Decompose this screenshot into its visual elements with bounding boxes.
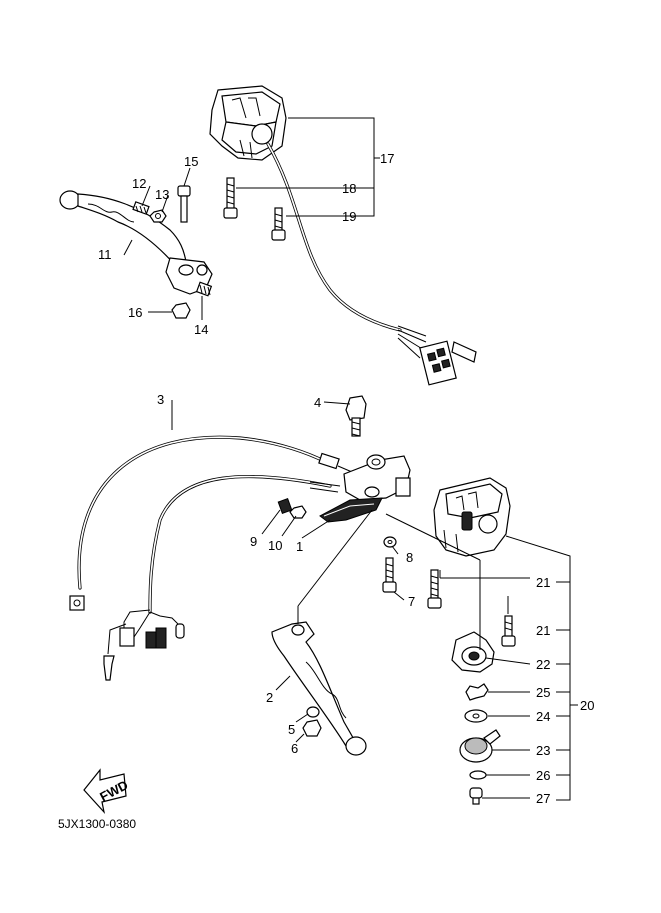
clutch-lever-11 xyxy=(59,190,187,267)
switch-wire-harness xyxy=(266,142,477,386)
nut-10 xyxy=(289,505,307,519)
callout-26: 26 xyxy=(536,768,550,783)
callout-2: 2 xyxy=(266,690,273,705)
callout-1: 1 xyxy=(296,539,303,554)
nut-13 xyxy=(149,209,167,223)
callout-25: 25 xyxy=(536,685,550,700)
screw-21b xyxy=(501,615,516,647)
callout-18: 18 xyxy=(342,181,356,196)
right-handlebar-switch xyxy=(433,477,511,557)
callout-22: 22 xyxy=(536,657,550,672)
washer-5 xyxy=(306,706,320,718)
screw-27 xyxy=(469,787,483,805)
screw-18 xyxy=(223,177,238,219)
cap-23 xyxy=(459,729,501,763)
diagram-code: 5JX1300-0380 xyxy=(58,817,136,831)
spring-25 xyxy=(465,683,489,701)
fwd-arrow-icon: FWD xyxy=(83,768,130,815)
callout-4: 4 xyxy=(314,395,321,410)
callout-9: 9 xyxy=(250,534,257,549)
callout-20: 20 xyxy=(580,698,594,713)
brake-lever-2 xyxy=(271,621,367,756)
callout-11: 11 xyxy=(98,247,112,262)
bracket-1 xyxy=(319,497,383,523)
callout-8: 8 xyxy=(406,550,413,565)
bolt-15 xyxy=(177,185,191,223)
callout-16: 16 xyxy=(128,305,142,320)
lower-wire-harness xyxy=(103,474,332,681)
left-handlebar-switch xyxy=(209,85,287,161)
callout-27: 27 xyxy=(536,791,550,806)
callout-15: 15 xyxy=(184,154,198,169)
callout-17: 17 xyxy=(380,151,394,166)
callout-12: 12 xyxy=(132,176,146,191)
screw-19 xyxy=(271,207,286,241)
callout-10: 10 xyxy=(268,538,282,553)
callout-3: 3 xyxy=(157,392,164,407)
brake-lever-holder xyxy=(309,454,411,501)
callout-6: 6 xyxy=(291,741,298,756)
callout-24: 24 xyxy=(536,709,550,724)
nut-16 xyxy=(171,302,191,319)
washer-26 xyxy=(469,770,487,780)
callout-labels: 1 2 3 4 5 6 7 8 9 10 11 12 13 14 15 16 1… xyxy=(98,151,594,806)
clutch-cable-3 xyxy=(69,435,353,611)
screw-21a xyxy=(427,569,442,609)
callout-5: 5 xyxy=(288,722,295,737)
leader-lines xyxy=(123,117,578,801)
callout-21-lower: 21 xyxy=(536,623,550,638)
bolt-4 xyxy=(345,395,367,437)
callout-14: 14 xyxy=(194,322,208,337)
nut-6 xyxy=(302,719,322,737)
callout-7: 7 xyxy=(408,594,415,609)
washer-8 xyxy=(383,536,397,548)
screw-14 xyxy=(195,281,213,297)
bolt-7 xyxy=(382,557,397,593)
callout-21-upper: 21 xyxy=(536,575,550,590)
callout-23: 23 xyxy=(536,743,550,758)
washer-24 xyxy=(464,709,488,723)
callout-13: 13 xyxy=(155,187,169,202)
collar-22 xyxy=(451,631,495,673)
callout-19: 19 xyxy=(342,209,356,224)
screw-9 xyxy=(277,498,293,514)
